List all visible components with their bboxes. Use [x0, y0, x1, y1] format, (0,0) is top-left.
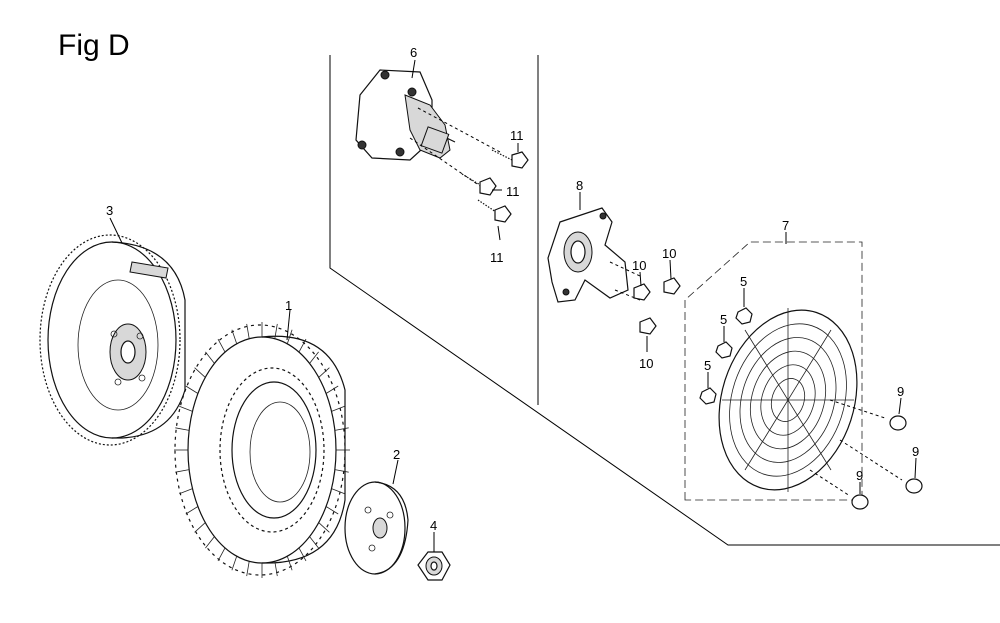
rotor-fin — [274, 323, 278, 339]
rotor-fin — [334, 427, 349, 431]
rotor-fin — [309, 536, 319, 549]
callout-2: 2 — [393, 447, 400, 462]
rotor-fin — [325, 506, 339, 515]
bolts-part-10[interactable] — [633, 277, 681, 335]
rotor-fin — [274, 561, 278, 577]
rotor-fin — [331, 405, 345, 412]
callout-9b: 9 — [912, 444, 919, 459]
callout-leaders — [109, 59, 917, 552]
starter-housing-part-6[interactable] — [355, 69, 501, 187]
subassembly-frame — [329, 55, 1000, 546]
rotor-fin — [194, 522, 206, 533]
bolts-part-9[interactable] — [809, 399, 923, 510]
rotor-fin — [286, 556, 293, 571]
rotor-fin — [175, 469, 190, 473]
callout-labels: 1 2 3 4 5 5 5 6 7 8 9 9 9 10 10 10 11 11… — [106, 45, 919, 533]
callout-5a: 5 — [740, 274, 747, 289]
callout-7: 7 — [782, 218, 789, 233]
rotor-fin — [318, 367, 330, 378]
callout-10b: 10 — [662, 246, 676, 261]
rotor-fin — [185, 506, 199, 515]
rotor-fin — [231, 329, 238, 344]
flange-nut-part-4[interactable] — [417, 551, 451, 581]
rotor-fin — [246, 323, 250, 339]
rotor-fin — [318, 522, 330, 533]
nuts-part-5[interactable] — [699, 307, 753, 405]
rotor-fin — [331, 488, 345, 495]
rotor-fin — [286, 329, 293, 344]
callout-5b: 5 — [720, 312, 727, 327]
rotor-fin — [179, 488, 193, 495]
callout-10c: 10 — [639, 356, 653, 371]
callout-9c: 9 — [856, 468, 863, 483]
rotor-fin — [175, 427, 190, 431]
rotor-fin — [217, 338, 226, 353]
callout-9a: 9 — [897, 384, 904, 399]
rotor-fin — [325, 385, 339, 394]
rotor-fin — [309, 351, 319, 364]
rotor-fin — [185, 385, 199, 394]
callout-11a: 11 — [510, 128, 524, 143]
rotor-fin — [334, 469, 349, 473]
rotor-fan-part-1[interactable] — [174, 322, 350, 578]
callout-10a: 10 — [632, 258, 646, 273]
callout-8: 8 — [576, 178, 583, 193]
rotor-fin — [194, 367, 206, 378]
callout-6: 6 — [410, 45, 417, 60]
callout-5c: 5 — [704, 358, 711, 373]
callout-3: 3 — [106, 203, 113, 218]
callout-11b: 11 — [506, 184, 520, 199]
mounting-bracket-part-8[interactable] — [547, 207, 641, 303]
callout-4: 4 — [430, 518, 437, 533]
rotor-fin — [298, 547, 307, 562]
rotor-fin — [205, 351, 215, 364]
fan-cover-part-7[interactable] — [684, 241, 879, 508]
rotor-fin — [298, 338, 307, 353]
callout-1: 1 — [285, 298, 292, 313]
rotor-fin — [217, 547, 226, 562]
rotor-fin — [205, 536, 215, 549]
rotor-fin — [246, 561, 250, 577]
bolts-part-11[interactable] — [461, 149, 529, 223]
fan-plate-part-2[interactable] — [344, 481, 409, 575]
rotor-fin — [231, 556, 238, 571]
callout-11c: 11 — [490, 250, 504, 265]
rotor-fin — [179, 405, 193, 412]
flywheel-part-3[interactable] — [39, 234, 186, 446]
figure-title: Fig D — [58, 29, 130, 62]
